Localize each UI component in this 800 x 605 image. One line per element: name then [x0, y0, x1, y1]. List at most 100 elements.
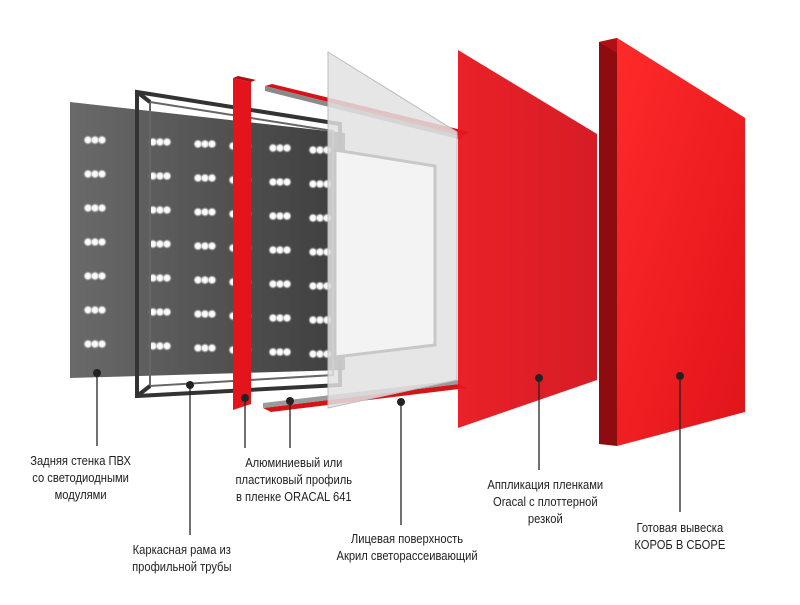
profile-red-bar-edge [233, 76, 256, 82]
led-dot [200, 139, 210, 149]
led-dot [83, 237, 93, 247]
leader-lines [96, 373, 681, 535]
led-dot [155, 137, 165, 147]
led-dot [90, 271, 100, 281]
led-dot [308, 281, 318, 291]
led-dot [315, 179, 325, 189]
led-dot [97, 135, 107, 145]
led-dot [155, 171, 165, 181]
led-dot [308, 179, 318, 189]
led-dot [97, 237, 107, 247]
label-sign: Готовая вывеска КОРОБ В СБОРЕ [634, 520, 726, 552]
led-dot [268, 143, 278, 153]
led-dot [315, 247, 325, 257]
led-dot [193, 207, 203, 217]
led-dot [162, 171, 172, 181]
led-dot [275, 347, 285, 357]
led-dot [155, 273, 165, 283]
led-dot [83, 339, 93, 349]
led-dot [83, 203, 93, 213]
led-dot [83, 305, 93, 315]
led-dot [207, 309, 217, 319]
label-back-wall: Задняя стенка ПВХ со светодиодными модул… [30, 453, 131, 502]
led-dot [268, 313, 278, 323]
led-dot [193, 309, 203, 319]
led-dot [315, 145, 325, 155]
acrylic-inner-window [333, 148, 437, 359]
led-dot [282, 279, 292, 289]
led-dot [308, 349, 318, 359]
label-profile: Алюминиевый или пластиковый профиль в пл… [235, 455, 353, 504]
led-dot [200, 241, 210, 251]
led-dot [155, 205, 165, 215]
led-dot [315, 349, 325, 359]
led-dot [90, 339, 100, 349]
led-dot [90, 305, 100, 315]
led-dot [200, 207, 210, 217]
led-dot [193, 241, 203, 251]
led-dot [90, 237, 100, 247]
led-dot [315, 213, 325, 223]
label-frame: Каркасная рама из профильной трубы [132, 542, 232, 574]
led-dot [193, 275, 203, 285]
led-dot [275, 279, 285, 289]
led-dot [155, 341, 165, 351]
led-dot [315, 281, 325, 291]
led-dot [268, 279, 278, 289]
led-dot [282, 245, 292, 255]
sign-box-face [617, 38, 745, 446]
led-dot [268, 177, 278, 187]
led-dot [193, 139, 203, 149]
led-dot [90, 203, 100, 213]
led-dot [97, 305, 107, 315]
led-dot [200, 173, 210, 183]
led-dot [282, 177, 292, 187]
label-face: Лицевая поверхность Акрил светорассеиваю… [336, 531, 478, 563]
led-dot [83, 135, 93, 145]
led-dot [207, 173, 217, 183]
label-film: Аппликация пленками Oracal с плоттерной … [487, 477, 604, 526]
led-dot [83, 169, 93, 179]
led-dot [200, 309, 210, 319]
led-dot [275, 245, 285, 255]
led-dot [275, 211, 285, 221]
led-dot [268, 347, 278, 357]
led-dot [155, 307, 165, 317]
led-dot [193, 173, 203, 183]
led-dot [200, 343, 210, 353]
led-dot [282, 143, 292, 153]
led-dot [308, 213, 318, 223]
profile-red-bar [233, 78, 251, 410]
led-dot [193, 343, 203, 353]
led-dot [207, 275, 217, 285]
led-dot [282, 313, 292, 323]
led-dot [315, 315, 325, 325]
led-dot [268, 211, 278, 221]
led-dot [308, 247, 318, 257]
led-dot [308, 145, 318, 155]
led-dot [282, 347, 292, 357]
led-dot [282, 211, 292, 221]
led-dot [162, 239, 172, 249]
led-dot [97, 203, 107, 213]
led-dot [268, 245, 278, 255]
led-dot [200, 275, 210, 285]
led-dot [207, 343, 217, 353]
led-dot [97, 339, 107, 349]
led-dot [97, 271, 107, 281]
led-dot [207, 139, 217, 149]
led-dot [207, 207, 217, 217]
led-dot [275, 313, 285, 323]
led-dot [90, 169, 100, 179]
led-dot [162, 137, 172, 147]
led-dot [162, 307, 172, 317]
led-dot [155, 239, 165, 249]
led-dot [207, 241, 217, 251]
led-dot [308, 315, 318, 325]
led-dot [275, 143, 285, 153]
led-dot [275, 177, 285, 187]
led-dot [97, 169, 107, 179]
film-application [458, 50, 597, 428]
